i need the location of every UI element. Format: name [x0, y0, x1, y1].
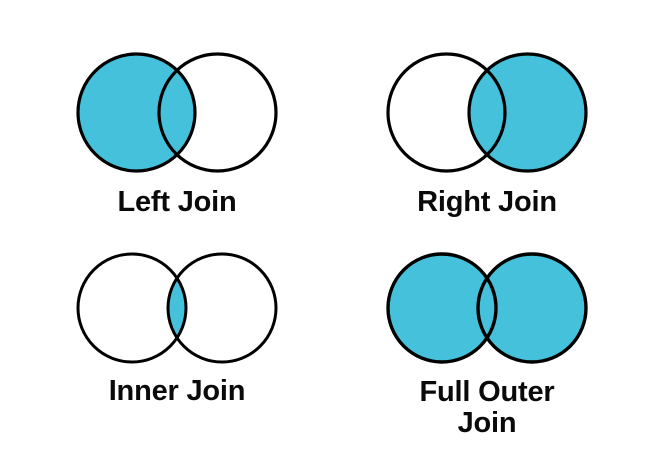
venn-diagram-left-join — [76, 52, 278, 173]
left-set-outline — [76, 52, 197, 173]
join-cell-full-outer-join: Full Outer Join — [386, 252, 588, 439]
left-set-outline — [386, 252, 498, 364]
right-set-region — [478, 254, 586, 362]
right-set-outline — [476, 252, 588, 364]
right-set-outline — [467, 52, 588, 173]
left-set-outline — [386, 52, 507, 173]
join-label-left-join: Left Join — [117, 186, 237, 218]
venn-diagram-right-join — [386, 52, 588, 173]
join-label-full-outer-join: Full Outer Join — [419, 376, 555, 440]
venn-diagram-full-outer-join — [386, 252, 588, 364]
left-set-outline — [76, 252, 188, 364]
join-cell-right-join: Right Join — [386, 52, 588, 218]
join-cell-left-join: Left Join — [76, 52, 278, 218]
right-set-outline — [166, 252, 278, 364]
right-set-outline — [157, 52, 278, 173]
left-set-region — [388, 254, 496, 362]
left-set-region — [78, 254, 186, 362]
right-set-region — [168, 254, 276, 362]
join-cell-inner-join: Inner Join — [76, 252, 278, 407]
join-label-inner-join: Inner Join — [108, 375, 246, 407]
join-label-right-join: Right Join — [417, 186, 557, 218]
venn-diagram-inner-join — [76, 252, 278, 364]
